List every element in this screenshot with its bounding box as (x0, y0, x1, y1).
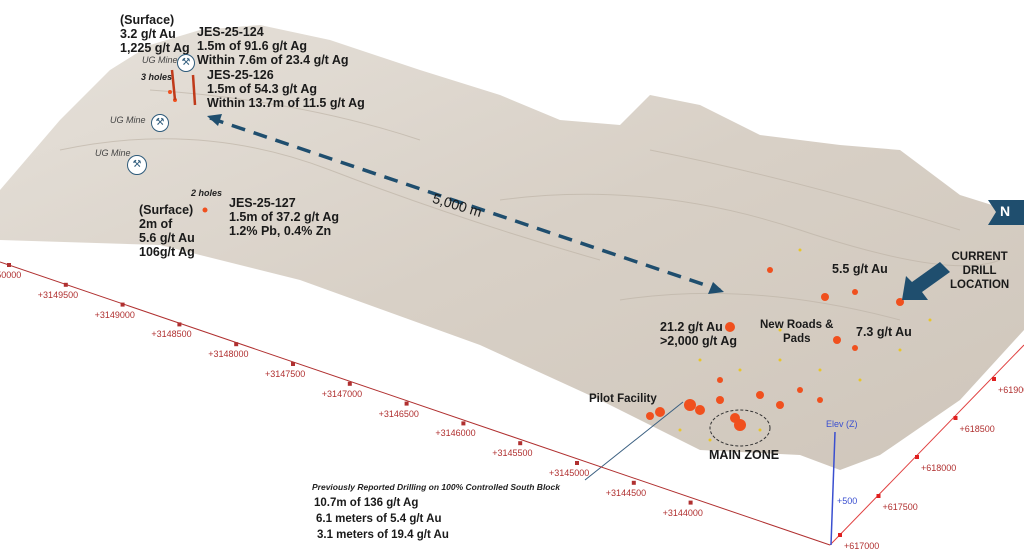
easting-tick-mark (953, 416, 958, 420)
northing-tick-mark (7, 263, 11, 267)
ug-mine-icon: ⚒ (151, 114, 169, 132)
northing-tick-label: +3148000 (208, 349, 249, 360)
main-zone-outline (709, 409, 771, 447)
drill-hole-markers (168, 90, 904, 431)
northing-tick-mark (63, 282, 68, 287)
au-21-2-label: 21.2 g/t Au >2,000 g/t Ag (660, 320, 737, 348)
jes-25-126-label: JES-25-126 1.5m of 54.3 g/t Ag Within 13… (207, 68, 365, 110)
label-line: Within 13.7m of 11.5 g/t Ag (207, 96, 365, 110)
label-line: 3.2 g/t Au (120, 27, 176, 41)
northing-tick-mark (631, 480, 636, 485)
easting-tick-label: +618000 (921, 463, 957, 473)
three-holes-label: 3 holes (141, 72, 173, 82)
northing-tick-label: +3148500 (151, 329, 192, 340)
previous-drilling-results: 10.7m of 136 g/t Ag 6.1 meters of 5.4 g/… (314, 495, 449, 543)
label-line: 1.5m of 91.6 g/t Ag (197, 39, 307, 53)
label-line: New Roads & (760, 319, 834, 331)
northing-tick-label: +3149500 (37, 289, 79, 300)
previous-drilling-title: Previously Reported Drilling on 100% Con… (312, 482, 560, 492)
label-line: DRILL (962, 265, 997, 277)
au-7-3-label: 7.3 g/t Au (856, 325, 912, 339)
northing-tick-mark (518, 441, 523, 446)
label-line: Within 7.6m of 23.4 g/t Ag (197, 53, 349, 67)
northing-tick-mark (234, 342, 239, 347)
easting-tick-label: +617500 (882, 502, 918, 512)
jes-25-127-label: JES-25-127 1.5m of 37.2 g/t Ag 1.2% Pb, … (229, 196, 339, 238)
northing-tick-mark (404, 401, 409, 406)
jes-25-124-label: JES-25-124 1.5m of 91.6 g/t Ag Within 7.… (197, 25, 349, 67)
terrain-surface (0, 25, 1024, 470)
ug-mine-label: UG Mine (95, 148, 131, 158)
elevation-axis (830, 431, 836, 546)
northing-tick-mark (688, 500, 693, 505)
label-line: JES-25-126 (207, 68, 274, 82)
label-line: CURRENT (951, 251, 1008, 263)
ug-mine-icon: ⚒ (177, 54, 195, 72)
label-line: 2m of (139, 217, 173, 231)
northing-tick-mark (291, 362, 295, 366)
current-drill-arrow (902, 262, 950, 300)
label-line: 1.2% Pb, 0.4% Zn (229, 224, 332, 238)
northing-tick-label: +3145000 (549, 468, 590, 478)
northing-tick-label: +3147500 (265, 369, 306, 379)
label-line: 5.6 g/t Au (139, 231, 195, 245)
northing-tick-label: +3146500 (378, 408, 419, 419)
northing-tick-label: +3145500 (492, 448, 533, 459)
easting-tick-label: +617000 (844, 541, 880, 551)
new-roads-label: New Roads & Pads (760, 318, 834, 346)
northing-tick-label: +3144000 (662, 507, 703, 518)
easting-tick-mark (876, 494, 881, 498)
label-line: 10.7m of 136 g/t Ag (314, 497, 419, 509)
label-line: >2,000 g/t Ag (660, 334, 737, 348)
label-line: JES-25-124 (197, 25, 264, 39)
north-arrow (988, 200, 1024, 225)
ug-mine-icon: ⚒ (127, 155, 147, 175)
label-line: 21.2 g/t Au (660, 320, 723, 334)
label-line: (Surface) (139, 203, 194, 217)
northing-tick-mark (177, 322, 182, 327)
easting-tick-mark (992, 377, 996, 381)
label-line: 1.5m of 37.2 g/t Ag (229, 210, 339, 224)
northing-axis (0, 261, 831, 546)
northing-tick-mark (120, 302, 125, 307)
northing-tick-label: +3150000 (0, 270, 22, 280)
northing-tick-label: +3147000 (321, 388, 363, 399)
label-line: 3.1 meters of 19.4 g/t Au (317, 529, 449, 541)
main-zone-label: MAIN ZONE (709, 448, 780, 462)
easting-tick-mark (915, 455, 919, 459)
northing-tick-mark (461, 421, 466, 426)
label-line: 1,225 g/t Ag (120, 41, 190, 55)
label-line: LOCATION (950, 279, 1010, 291)
distance-arrow (209, 116, 721, 292)
label-line: Pads (783, 333, 811, 345)
easting-tick-mark (838, 533, 842, 537)
north-label: N (1000, 203, 1011, 219)
au-5-5-label: 5.5 g/t Au (832, 262, 888, 276)
pilot-facility-label: Pilot Facility (589, 393, 657, 405)
northing-tick-label: +3149000 (94, 309, 135, 320)
easting-tick-label: +619000 (998, 385, 1024, 395)
surface-south-label: (Surface) 2m of 5.6 g/t Au 106g/t Ag (139, 203, 195, 259)
easting-tick-label: +618500 (959, 424, 995, 434)
ug-mine-label: UG Mine (110, 115, 146, 125)
label-line: (Surface) (120, 13, 175, 27)
northing-tick-label: +3146000 (435, 428, 476, 439)
current-drill-location-label: CURRENT DRILL LOCATION (950, 250, 1009, 292)
northing-tick-mark (575, 461, 579, 465)
easting-axis (829, 344, 1024, 546)
northing-tick-label: +3144500 (605, 487, 647, 498)
two-holes-label: 2 holes (191, 188, 223, 198)
label-line: JES-25-127 (229, 196, 296, 210)
northing-tick-mark (347, 381, 352, 386)
ug-mine-label: UG Mine (142, 55, 178, 65)
elevation-axis-label: Elev (Z) (826, 419, 858, 429)
elevation-tick: +500 (837, 496, 858, 506)
label-line: 6.1 meters of 5.4 g/t Au (316, 513, 442, 525)
label-line: 106g/t Ag (139, 245, 195, 259)
surface-north-label: (Surface) 3.2 g/t Au 1,225 g/t Ag (120, 13, 190, 55)
label-line: 1.5m of 54.3 g/t Ag (207, 82, 317, 96)
